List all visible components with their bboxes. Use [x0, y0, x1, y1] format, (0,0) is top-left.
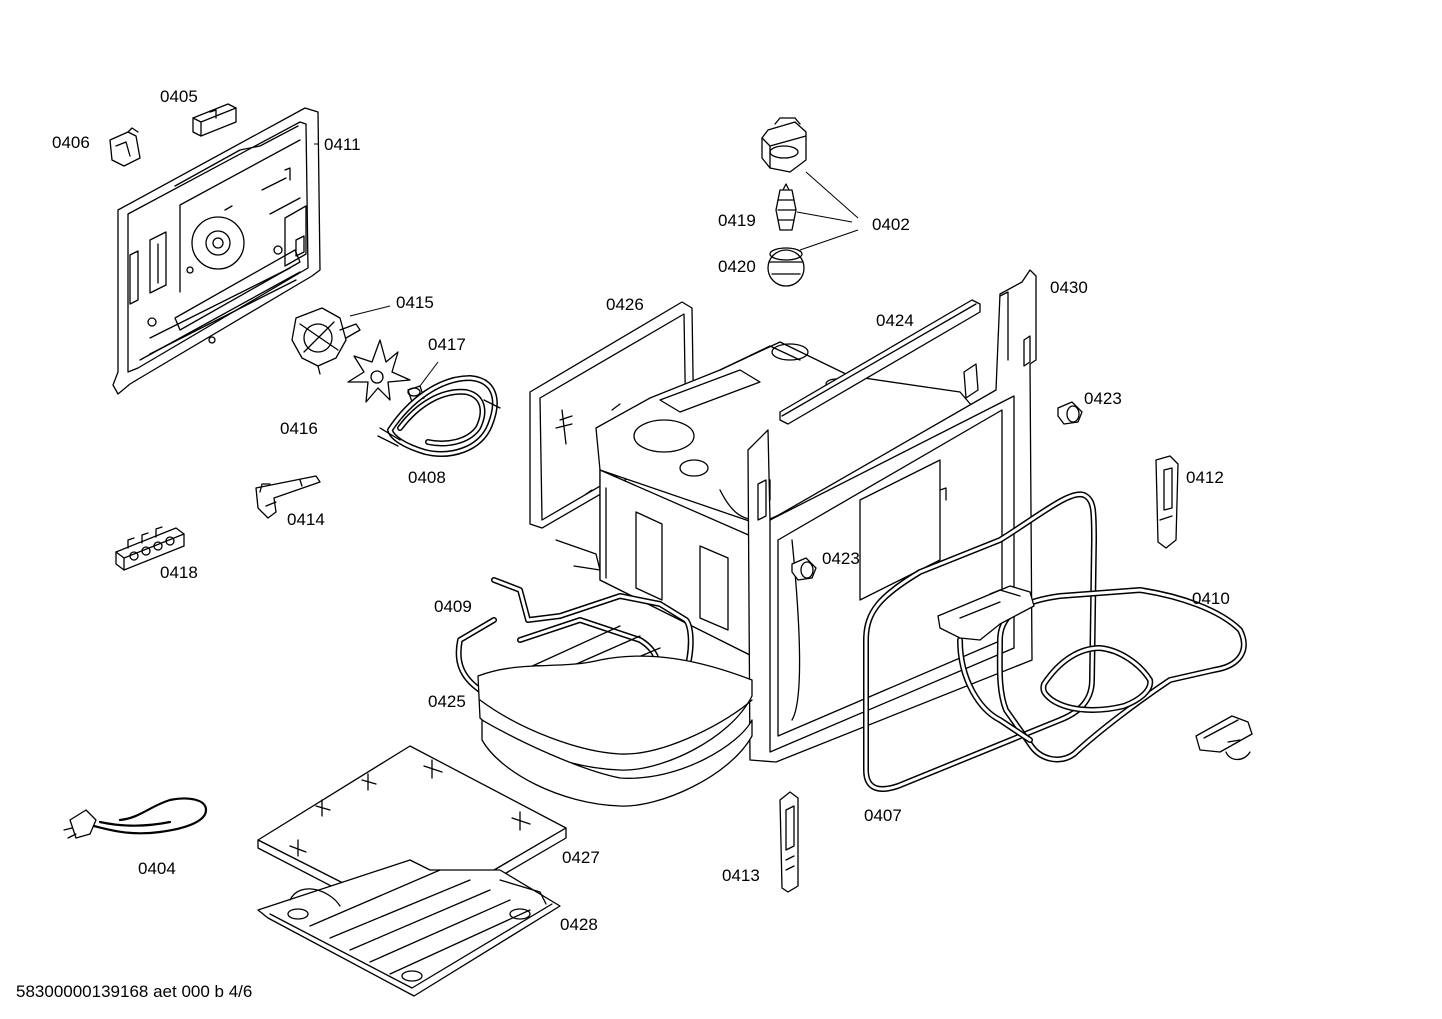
fan-motor-0415 — [291, 307, 361, 375]
label-0407: 0407 — [864, 806, 902, 825]
lamp-cover-0420 — [767, 247, 805, 287]
label-0412: 0412 — [1186, 468, 1224, 487]
label-0419: 0419 — [718, 211, 756, 230]
label-0428: 0428 — [560, 915, 598, 934]
label-0411: 0411 — [324, 135, 361, 154]
knob-0423-center — [791, 557, 817, 581]
fan-blade-0416 — [347, 339, 411, 403]
label-0426: 0426 — [606, 295, 644, 314]
label-0424: 0424 — [876, 311, 914, 330]
label-0414: 0414 — [287, 510, 325, 529]
label-0415: 0415 — [396, 293, 434, 312]
label-0405: 0405 — [160, 87, 198, 106]
label-0409: 0409 — [434, 597, 472, 616]
insulation-0425 — [477, 655, 753, 807]
rail-0424 — [779, 299, 981, 425]
label-0430: 0430 — [1050, 278, 1088, 297]
ring-heater-0408 — [377, 375, 501, 457]
rear-panel-part — [112, 107, 321, 395]
label-0404: 0404 — [138, 859, 176, 878]
label-0410: 0410 — [1192, 589, 1230, 608]
label-0406: 0406 — [52, 133, 90, 152]
label-0423-right: 0423 — [1084, 389, 1122, 408]
switch-0406 — [109, 127, 141, 167]
label-0427: 0427 — [562, 848, 600, 867]
hinge-0412 — [1155, 455, 1179, 549]
label-0418: 0418 — [160, 563, 198, 582]
label-0416: 0416 — [280, 419, 318, 438]
label-0402: 0402 — [872, 215, 910, 234]
clip-bracket — [1195, 715, 1253, 761]
bottom-tray-0428 — [257, 859, 561, 997]
label-0423-center: 0423 — [822, 549, 860, 568]
label-0420: 0420 — [718, 257, 756, 276]
document-id-footer: 58300000139168 aet 000 b 4/6 — [16, 982, 253, 1001]
lamp-bulb-0419 — [775, 183, 797, 231]
hinge-0413 — [779, 791, 799, 893]
label-0425: 0425 — [428, 692, 466, 711]
connector-0405 — [192, 103, 237, 137]
label-0417: 0417 — [428, 335, 466, 354]
label-0408: 0408 — [408, 468, 446, 487]
oven-lamp-0402 — [761, 117, 807, 173]
power-cable-0404 — [63, 797, 208, 839]
bracket-0414 — [255, 475, 321, 519]
terminal-block-0418 — [115, 526, 185, 571]
knob-0423-right — [1057, 401, 1083, 425]
grill-element-0410 — [937, 585, 1247, 763]
label-0413: 0413 — [722, 866, 760, 885]
